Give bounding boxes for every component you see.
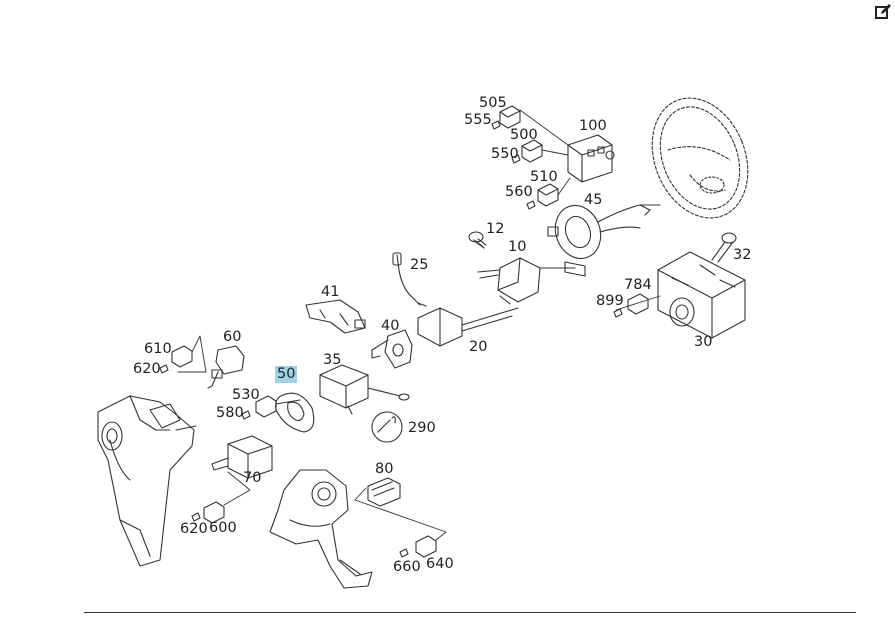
callout-580[interactable]: 580 — [216, 405, 244, 421]
callout-32[interactable]: 32 — [733, 247, 752, 263]
wire-harness-part — [392, 252, 427, 307]
connector-80-part — [367, 477, 401, 507]
callout-35[interactable]: 35 — [323, 352, 342, 368]
connector-784 — [613, 293, 649, 318]
callout-784[interactable]: 784 — [624, 277, 652, 293]
leader-lines — [177, 295, 661, 541]
callout-500[interactable]: 500 — [510, 127, 538, 143]
small-connector-parts — [159, 345, 437, 558]
connector-500 — [511, 139, 543, 164]
callout-30[interactable]: 30 — [694, 334, 713, 350]
wrench-tool-icon — [371, 411, 403, 443]
callout-555[interactable]: 555 — [464, 112, 492, 128]
combination-switch-part — [477, 257, 586, 305]
callout-550[interactable]: 550 — [491, 146, 519, 162]
callout-25[interactable]: 25 — [410, 257, 429, 273]
switch-unit-part — [567, 134, 615, 183]
screw-part — [468, 231, 487, 249]
callout-80[interactable]: 80 — [375, 461, 394, 477]
callout-510[interactable]: 510 — [530, 169, 558, 185]
callout-70[interactable]: 70 — [243, 470, 262, 486]
callout-610[interactable]: 610 — [144, 341, 172, 357]
switch-40-part — [371, 329, 413, 369]
brake-switch-part — [211, 435, 273, 479]
callout-50[interactable]: 50 — [275, 366, 298, 383]
callout-60[interactable]: 60 — [223, 329, 242, 345]
callout-290[interactable]: 290 — [408, 420, 436, 436]
connector-505 — [491, 105, 521, 130]
connector-510 — [526, 183, 559, 210]
callout-45[interactable]: 45 — [584, 192, 603, 208]
callout-530[interactable]: 530 — [232, 387, 260, 403]
footer-divider — [84, 612, 856, 613]
bolt-part — [711, 232, 737, 263]
callout-640[interactable]: 640 — [426, 556, 454, 572]
pedal-assembly-part — [97, 395, 197, 567]
callout-40[interactable]: 40 — [381, 318, 400, 334]
callout-100[interactable]: 100 — [579, 118, 607, 134]
callout-600[interactable]: 600 — [209, 520, 237, 536]
callout-12[interactable]: 12 — [486, 221, 505, 237]
steering-wheel-part — [651, 97, 749, 219]
switch-35-part — [319, 364, 410, 415]
clock-spring-part — [547, 204, 661, 260]
steering-lock-part — [657, 251, 746, 339]
edit-button[interactable] — [874, 3, 892, 21]
callout-10[interactable]: 10 — [508, 239, 527, 255]
callout-505[interactable]: 505 — [479, 95, 507, 111]
callout-560[interactable]: 560 — [505, 184, 533, 200]
callout-620[interactable]: 620 — [180, 521, 208, 537]
wiper-switch-part — [417, 307, 519, 347]
edit-icon — [875, 4, 891, 19]
bracket-part — [305, 299, 366, 334]
callout-899[interactable]: 899 — [596, 293, 624, 309]
callout-20[interactable]: 20 — [469, 339, 488, 355]
callout-620[interactable]: 620 — [133, 361, 161, 377]
sensor-60-part — [207, 345, 245, 389]
ring-50-part — [275, 392, 315, 433]
callout-41[interactable]: 41 — [321, 284, 340, 300]
pedal-bracket-part — [269, 469, 373, 589]
callout-660[interactable]: 660 — [393, 559, 421, 575]
